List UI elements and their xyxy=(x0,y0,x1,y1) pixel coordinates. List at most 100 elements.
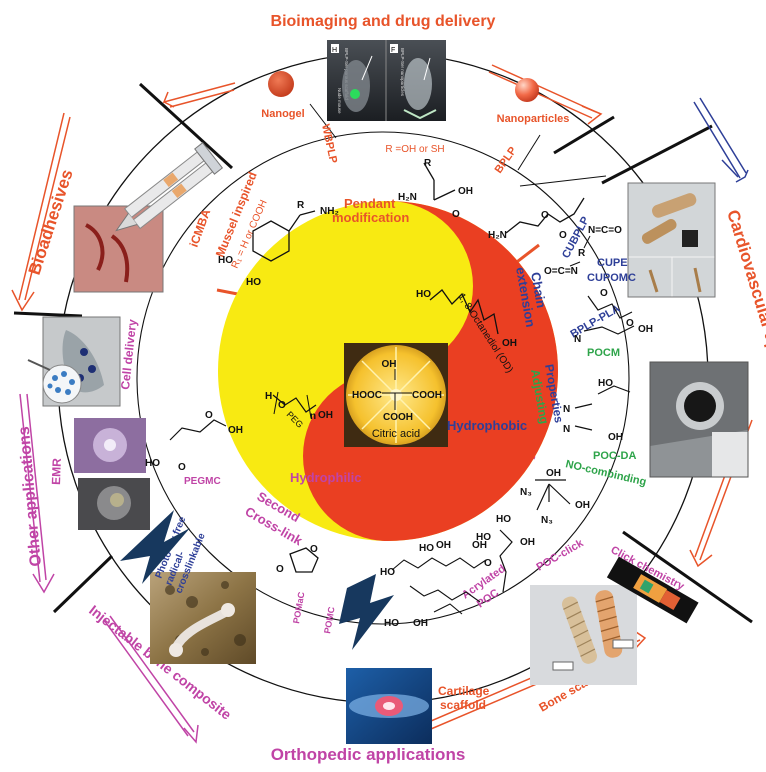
catechol-ho1: HO xyxy=(218,255,233,266)
mouse-imaging-photo: H F BPLP-Ser porous scaffold BPLP-Ser na… xyxy=(327,40,446,121)
bone-screw-photo xyxy=(530,585,637,685)
pocm-n: N xyxy=(574,334,581,345)
maleic-o1: O xyxy=(310,544,318,555)
svg-text:HO: HO xyxy=(416,289,431,300)
citric-acid-structure: OH HOOC COOH COOH Citric acid xyxy=(352,359,442,440)
pocda-ho: HO xyxy=(598,378,613,389)
polymer-poc-click: POC-click xyxy=(535,537,587,574)
pegmc-oh: OH xyxy=(228,425,243,436)
alkyne-ho1: HO xyxy=(496,514,511,525)
methacrylate-structure xyxy=(505,197,585,234)
azide-diol-structure xyxy=(535,479,571,511)
pocda-n2: N xyxy=(563,424,570,435)
polymer-icmba: iCMBA xyxy=(187,207,214,249)
pegmc-o: O xyxy=(178,462,186,473)
nanoparticles-label: Nanoparticles xyxy=(497,113,570,125)
inner-dividers xyxy=(309,103,607,187)
alkyne-o: O xyxy=(484,558,492,569)
amino-oh: OH xyxy=(458,186,473,197)
strategy-pendant-line1: Pendant xyxy=(344,196,396,211)
maleic-o2: O xyxy=(276,564,284,575)
svg-text:OH: OH xyxy=(318,410,333,421)
title-bioimaging: Bioimaging and drug delivery xyxy=(271,13,496,30)
polymer-cupe: CUPE xyxy=(597,257,628,269)
pegmc-structure xyxy=(169,419,227,441)
pocda-n1: N xyxy=(563,404,570,415)
lightning-bolt-icon xyxy=(120,510,190,584)
title-orthopedic: Orthopedic applications xyxy=(271,745,466,764)
title-bioadhesives: Bioadhesives xyxy=(25,167,77,277)
catechol-r1: R xyxy=(297,200,305,211)
citric-acid-label: Citric acid xyxy=(372,428,420,440)
cartilage-knee-photo xyxy=(346,668,432,744)
acrylated-ho3: HO xyxy=(384,618,399,629)
pegmc-o2: O xyxy=(205,410,213,421)
pla-o2: O xyxy=(626,318,634,329)
cartilage-label-line2: scaffold xyxy=(440,698,486,712)
svg-text:COOH: COOH xyxy=(383,412,413,423)
azide-oh2: OH xyxy=(575,500,590,511)
pla-o1: O xyxy=(600,288,608,299)
svg-text:O=C=N: O=C=N xyxy=(544,266,578,277)
svg-text:R: R xyxy=(578,248,586,259)
amino-acid-structure xyxy=(423,162,456,201)
inset-f-caption: BPLP-Ser nanoparticles xyxy=(400,48,405,97)
title-other-applications: Other applications xyxy=(16,426,45,568)
acrylated-ho1: HO xyxy=(380,567,395,578)
azide-oh1: OH xyxy=(546,468,561,479)
sector-dividers xyxy=(13,82,753,624)
cell-delivery-label: Cell delivery xyxy=(118,318,139,390)
svg-text:OH: OH xyxy=(502,338,517,349)
polymer-pegmc: PEGMC xyxy=(184,476,221,487)
polymer-pomac: POMaC xyxy=(291,591,306,625)
methacrylate-h2n: H₂N xyxy=(488,230,507,241)
catechol-ho2: HO xyxy=(246,277,261,288)
amino-o: O xyxy=(452,209,460,220)
sem-tube-photo xyxy=(649,361,749,478)
azide-n3-1: N₃ xyxy=(520,487,532,498)
bioadhesive-syringe-photo xyxy=(73,142,224,293)
bone-composite-photo xyxy=(150,572,256,664)
strategy-chain-line1: Chain xyxy=(528,271,549,309)
amino-r: R xyxy=(424,158,432,169)
poc-da-structure xyxy=(574,385,631,431)
polymer-pocm: POCM xyxy=(587,347,620,359)
hydrophobic-label: Hydrophobic xyxy=(447,418,527,433)
emr-label: EMR xyxy=(49,458,64,485)
inset-f-label: F xyxy=(391,47,395,54)
amino-nh2: H₂N xyxy=(398,192,417,203)
maleic-ring-structure xyxy=(289,547,319,573)
acrylated-poc-structure xyxy=(391,557,487,615)
methacrylate-o1: O xyxy=(541,210,549,221)
inset-nude-mouse: Nude mouse xyxy=(337,88,342,114)
strategy-pendant-line2: modification xyxy=(332,210,409,225)
pocm-structure xyxy=(583,325,635,335)
svg-text:OH: OH xyxy=(382,359,397,370)
polymer-pomc: POMC xyxy=(322,606,337,635)
catechol-structure xyxy=(252,210,316,262)
polymer-wbplp: WBPLP xyxy=(319,123,339,164)
svg-text:H: H xyxy=(265,391,272,402)
nanoparticle-icon xyxy=(515,78,539,102)
microsphere-icon xyxy=(27,359,82,404)
nanogel-label: Nanogel xyxy=(261,108,304,120)
lightning-bolt-icon-2 xyxy=(339,574,394,650)
strategy-r-def: R =OH or SH xyxy=(385,144,444,155)
polymer-cupomc: CUPOMC xyxy=(587,272,636,284)
svg-text:O: O xyxy=(278,400,286,411)
svg-text:N=C=O: N=C=O xyxy=(588,225,622,236)
alkyne-oh: OH xyxy=(520,537,535,548)
polymer-no-combinding: NO-combinding xyxy=(564,458,647,488)
acrylated-oh2: OH xyxy=(472,540,487,551)
vascular-graft-photo xyxy=(627,182,716,298)
svg-text:n: n xyxy=(310,411,316,422)
svg-text:COOH: COOH xyxy=(412,390,442,401)
pla-structure xyxy=(587,295,633,319)
click-chemistry-scaffold-photo xyxy=(606,556,699,624)
catechol-nh2: NH₂ xyxy=(320,206,339,217)
hydrophilic-label: Hydrophilic xyxy=(290,470,362,485)
endoscopy-photos xyxy=(74,418,150,530)
polymer-poc-da: POC-DA xyxy=(593,450,636,462)
alkyne-structure xyxy=(499,529,513,593)
